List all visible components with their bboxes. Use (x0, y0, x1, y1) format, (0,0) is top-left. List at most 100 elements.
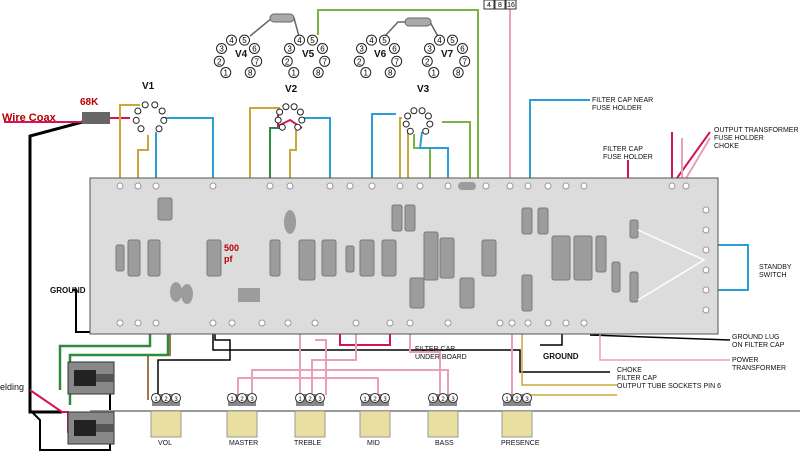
component-8 (345, 245, 355, 273)
filter-cap-near-fuse-label: FILTER CAP NEAR FUSE HOLDER (592, 97, 654, 112)
wire-v3-blue (418, 131, 449, 185)
eyelet-top-19 (682, 182, 690, 190)
eyelet-top-0 (116, 182, 124, 190)
pot-body-mid (359, 410, 391, 438)
wire-ground-center (212, 330, 610, 373)
eyelet-bottom-3 (209, 319, 217, 327)
tube-label-v2: V2 (285, 84, 298, 95)
tube-label-v3: V3 (417, 84, 430, 95)
pot-lug (502, 393, 512, 403)
socket-v6-pin-number: 7 (394, 57, 399, 66)
socket-v6-pin-number: 2 (357, 57, 362, 66)
component-5 (269, 239, 281, 277)
socket-v7-pin-number: 3 (427, 45, 432, 54)
eyelet-top-9 (396, 182, 404, 190)
eyelet-bottom-13 (508, 319, 516, 327)
socket-v7-pin-number: 6 (460, 45, 465, 54)
socket-v4-pin (244, 67, 256, 79)
socket-v6-pin (378, 34, 390, 46)
socket-v7-pin (424, 43, 436, 54)
socket-v5-pin (281, 55, 293, 67)
output-transformer-label: OUTPUT TRANSFORMER FUSE HOLDER CHOKE (714, 127, 799, 150)
socket-v6-pin-number: 3 (359, 45, 364, 54)
pot-body-bass (427, 410, 459, 438)
pot-lug (171, 393, 181, 403)
component-17 (481, 239, 497, 277)
wire-filter-cap-near (529, 99, 590, 185)
standby-switch-label: STANDBY SWITCH (759, 264, 792, 279)
component-22 (573, 235, 593, 281)
tube-label-v4: V4 (235, 49, 248, 60)
pot-label-bass: BASS (435, 440, 454, 447)
eyelet-top-1 (134, 182, 142, 190)
ground-lug-label: GROUND LUG ON FILTER CAP (732, 334, 785, 349)
pot-lug (315, 393, 325, 403)
eyelet-right-0 (702, 206, 710, 214)
tube-label-v6: V6 (374, 49, 387, 60)
capacitor-disc-b (181, 284, 193, 304)
socket-v7-pin (421, 55, 433, 67)
pot-label-mid: MID (367, 440, 380, 447)
pot-lug-number: 2 (308, 397, 312, 403)
socket-v6-pin (360, 67, 372, 79)
socket-v4-pin (213, 55, 225, 67)
socket-v5-pin-number: 5 (310, 36, 315, 45)
socket-v4-pin (220, 67, 232, 79)
component-2 (147, 239, 161, 277)
pot-lug-number: 1 (230, 397, 234, 403)
eyelet-bottom-14 (524, 319, 532, 327)
ground-label-left: GROUND (50, 286, 86, 295)
socket-v2-pin (290, 103, 298, 111)
circuit-board (89, 177, 719, 335)
socket-v5-pin-number: 8 (316, 69, 321, 78)
socket-v1-pin (155, 125, 163, 133)
socket-v7-pin-number: 7 (462, 57, 467, 66)
component-25 (629, 219, 639, 239)
pot-lug-number: 3 (383, 397, 387, 403)
eyelet-bottom-17 (580, 319, 588, 327)
socket-v4-pin-number: 1 (224, 69, 229, 78)
socket-v4-pin-number: 6 (252, 45, 257, 54)
circuit-board-layer (89, 177, 719, 335)
pot-label-treble: TREBLE (294, 440, 322, 447)
capacitor-disc-c (170, 282, 182, 302)
choke-filter-cap-label: CHOKE FILTER CAP OUTPUT TUBE SOCKETS PIN… (617, 367, 721, 390)
eyelet-bottom-7 (311, 319, 319, 327)
socket-v5-pin-number: 1 (292, 69, 297, 78)
pot-lug (227, 393, 237, 403)
socket-v7-pin (428, 67, 440, 79)
eyelet-bottom-15 (544, 319, 552, 327)
pot-lug (305, 393, 315, 403)
output-lug-label: 16 (507, 2, 515, 9)
eyelet-bottom-9 (386, 319, 394, 327)
output-lug-box (505, 0, 517, 10)
socket-v3-pin (410, 107, 418, 115)
socket-v2 (274, 103, 306, 131)
socket-v4-pin (248, 43, 260, 54)
socket-v5-pin (294, 34, 306, 46)
pot-lug-number: 2 (240, 397, 244, 403)
pot-lug (438, 393, 448, 403)
input-jack-1-socket (74, 370, 96, 386)
component-13 (423, 231, 439, 281)
socket-v3-pin (422, 127, 430, 135)
eyelet-bottom-1 (134, 319, 142, 327)
pot-lug-number: 3 (174, 397, 178, 403)
eyelet-top-13 (506, 182, 514, 190)
socket-v1-pin (132, 116, 140, 124)
input-jack-2-tip (96, 424, 114, 432)
input-jack-2 (67, 411, 115, 445)
socket-v2-pin (294, 123, 302, 131)
socket-v3-pin (426, 120, 434, 128)
capacitor-disc (284, 210, 296, 234)
pot-lug-number: 1 (154, 397, 158, 403)
socket-v5-pin (319, 55, 331, 67)
socket-v7-pin (452, 67, 464, 79)
socket-v5-pin (312, 67, 324, 79)
socket-v2-pin (278, 123, 286, 131)
socket-v4-pin-number: 7 (254, 57, 259, 66)
pot-lug-number: 1 (363, 397, 367, 403)
socket-v2-pin (298, 116, 306, 124)
component-4 (206, 239, 222, 277)
